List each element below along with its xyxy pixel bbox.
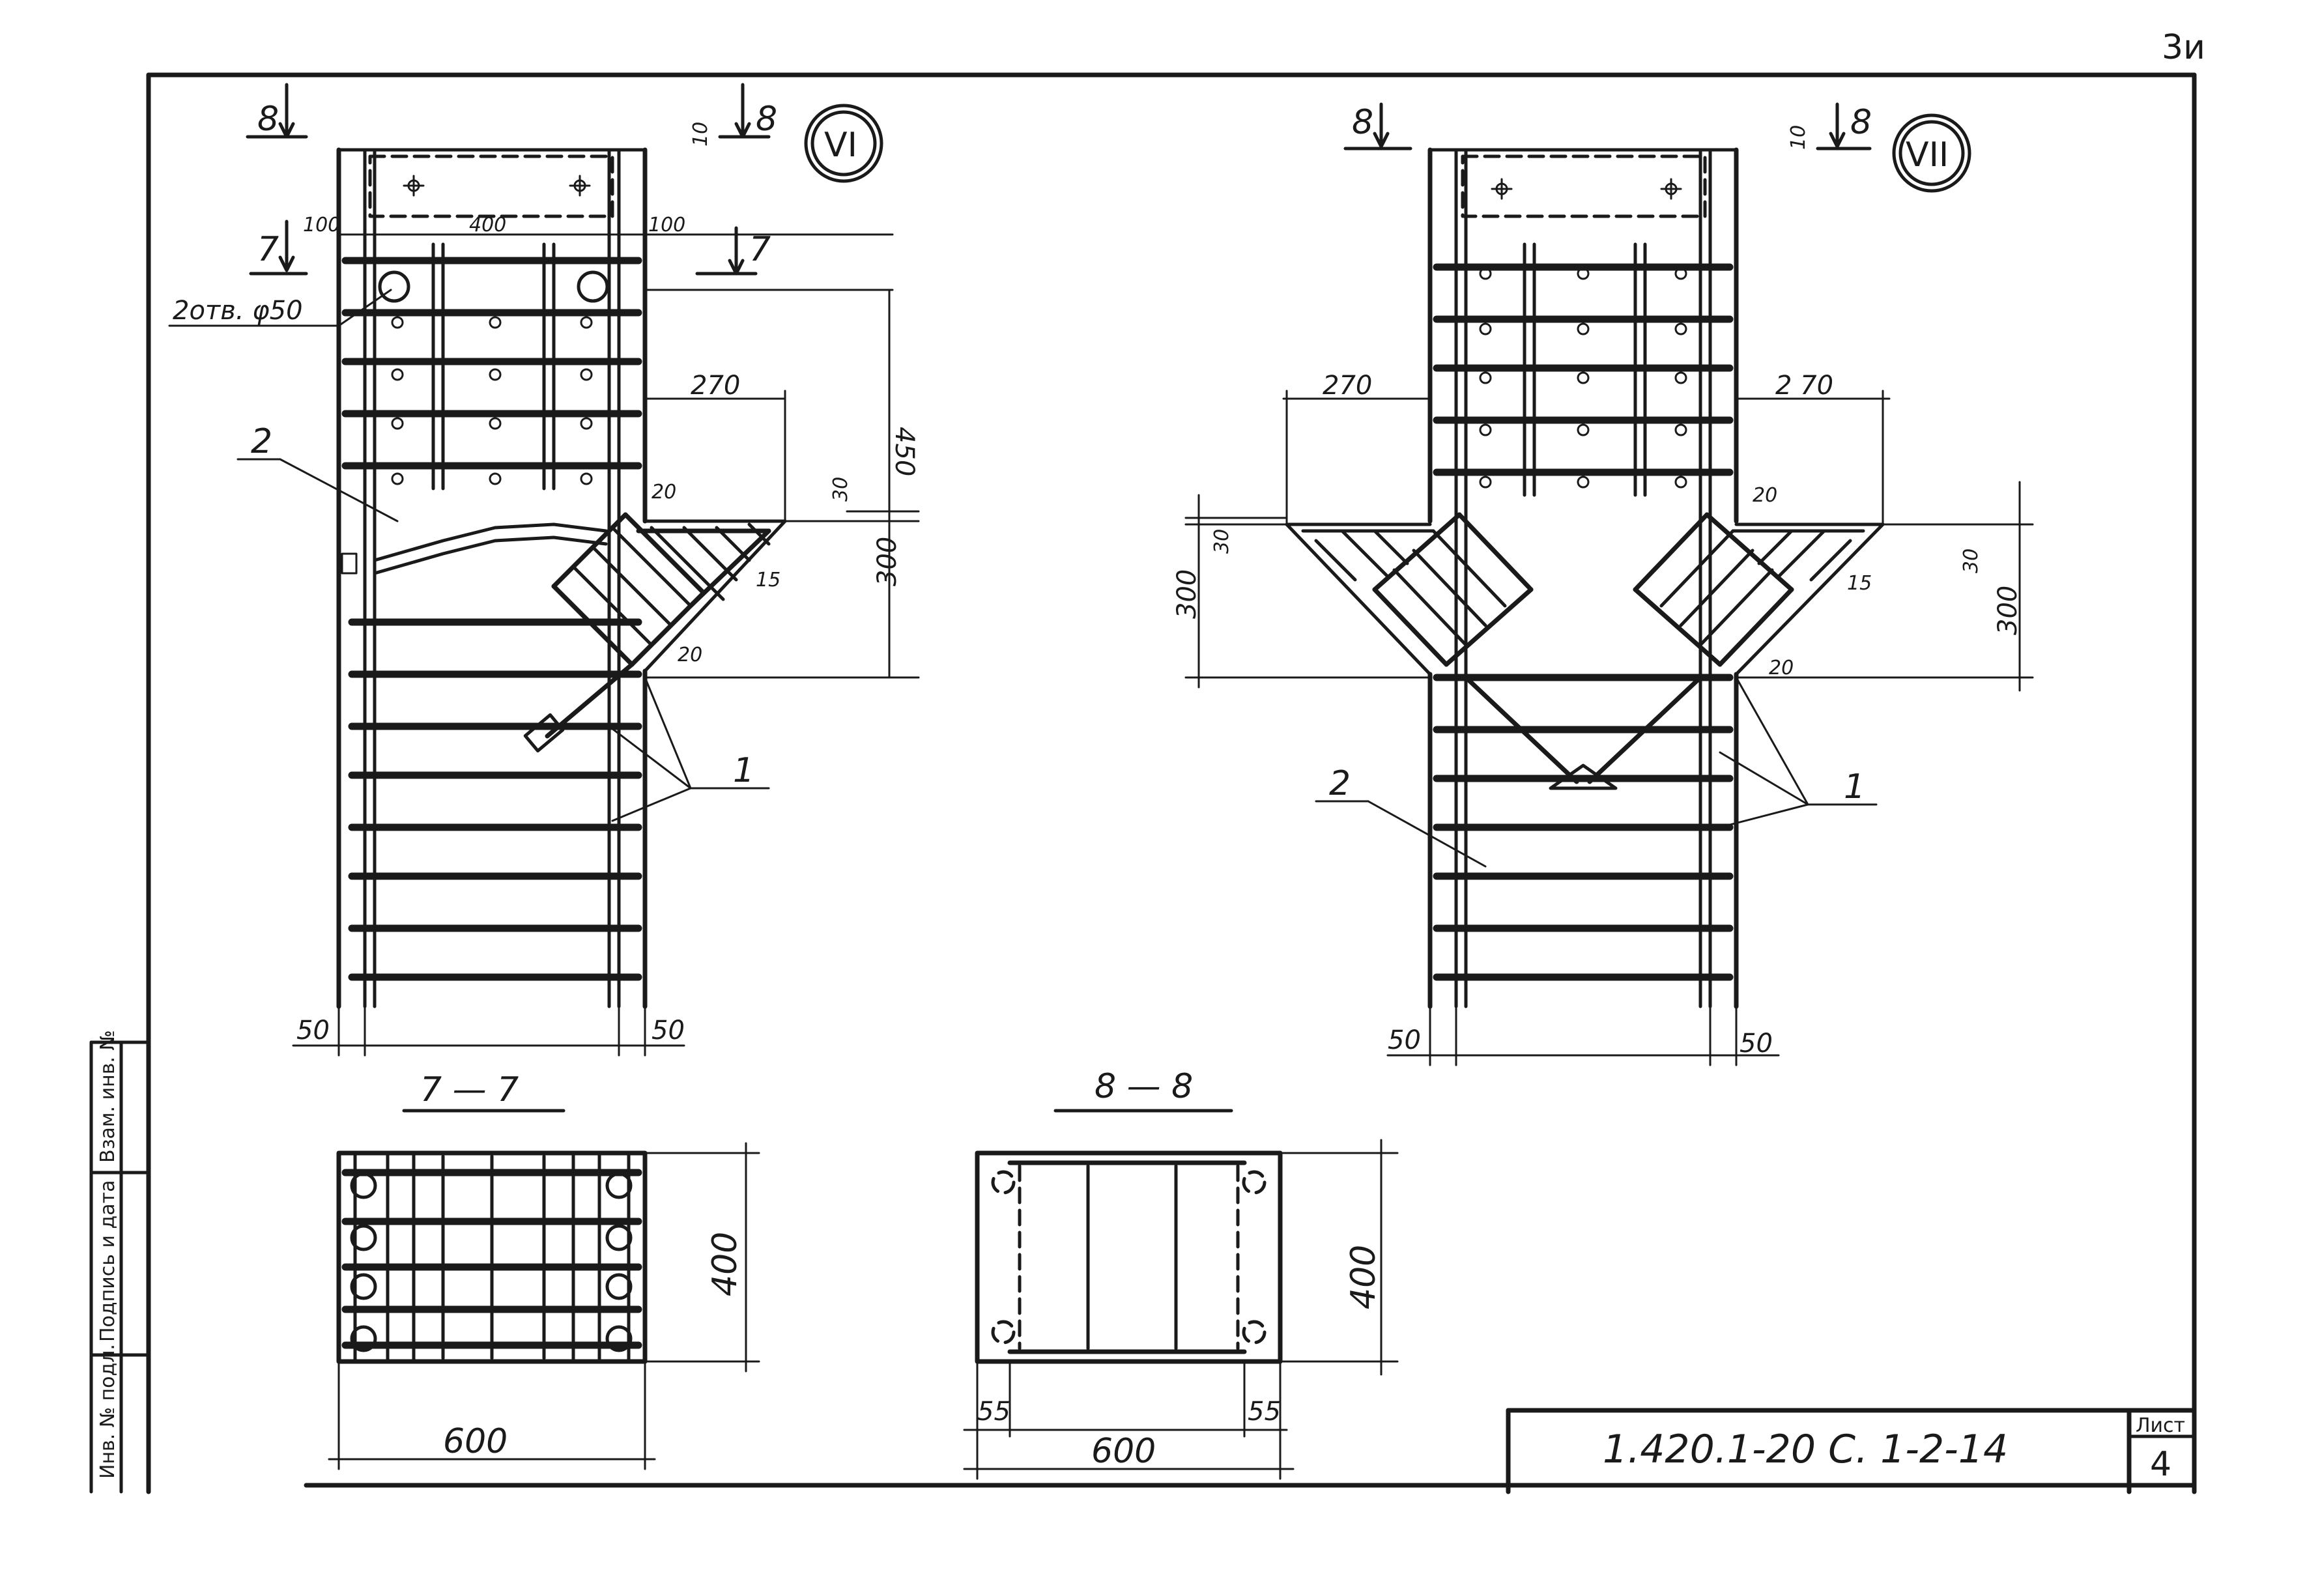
vi-cut-7-right: 7 <box>749 230 771 269</box>
vii-dim-l300: 300 <box>1172 569 1202 619</box>
vi-upper-mesh <box>341 242 642 491</box>
vi-pos-2: 2 <box>251 422 272 461</box>
vii-node-mark: VII <box>1906 135 1949 175</box>
vi-cut-8-right: 8 <box>756 100 777 139</box>
section-77-height: 400 <box>706 1232 745 1296</box>
vii-pos-2: 2 <box>1329 764 1351 803</box>
node-vii: 8 8 VII 10 270 2 70 30 300 30 300 20 20 … <box>1172 102 2034 1066</box>
vi-dim-bracket-w: 270 <box>691 371 740 401</box>
vi-dim-w-left: 100 <box>303 214 340 236</box>
vii-lower-ties <box>1433 674 1734 981</box>
vi-bracket <box>523 512 787 753</box>
vi-dim-w-right: 100 <box>648 214 685 236</box>
stamp-signature-date: Подпись и дата <box>96 1180 119 1343</box>
vii-dim-bracket-left: 270 <box>1323 371 1372 401</box>
sheet-frame <box>146 72 2197 1494</box>
section-77-width: 600 <box>443 1422 508 1461</box>
vii-cut-8-right: 8 <box>1850 103 1872 142</box>
section-77-title: 7 — 7 <box>420 1070 519 1109</box>
stamp-inv-no: Инв. № подл. <box>96 1344 119 1479</box>
side-stamp: Инв. № подл. Подпись и дата Взам. инв. № <box>89 1030 150 1494</box>
vi-dim-20a: 20 <box>652 481 676 504</box>
vi-dim-bot-right: 50 <box>652 1016 685 1046</box>
vii-dim-r30: 30 <box>1960 549 1983 573</box>
vi-dim-holes: 2отв. φ50 <box>173 296 303 326</box>
vii-dim-bracket-right: 2 70 <box>1775 371 1833 401</box>
vii-left-bracket <box>1285 512 1534 676</box>
vi-node-mark: VI <box>824 126 857 165</box>
title-block: 1.420.1-20 С. 1-2-14 Лист 4 <box>1506 1408 2197 1494</box>
section-88-title: 8 — 8 <box>1095 1067 1193 1106</box>
vi-dim-top-gap: 10 <box>689 122 712 147</box>
vii-dim-bot-right: 50 <box>1740 1029 1773 1059</box>
stamp-replaced-inv: Взам. инв. № <box>96 1030 119 1163</box>
vi-dim-15: 15 <box>756 569 780 591</box>
section-8-8: 8 — 8 400 55 55 600 <box>963 1067 1399 1480</box>
vii-dim-15: 15 <box>1847 572 1872 595</box>
vii-right-bracket <box>1633 512 1885 676</box>
vi-dim-bot-left: 50 <box>296 1016 330 1046</box>
vi-dim-h300: 300 <box>872 537 902 586</box>
sheet-label: Лист <box>2136 1414 2185 1437</box>
vi-pos-1: 1 <box>733 751 754 790</box>
section-88-width: 600 <box>1091 1432 1156 1471</box>
vi-cut-7-left: 7 <box>257 230 279 269</box>
vi-dim-h30: 30 <box>829 477 852 502</box>
vii-dim-r300: 300 <box>1993 586 2023 635</box>
vii-dim-l30: 30 <box>1210 529 1233 554</box>
sheet-number: 4 <box>2150 1445 2171 1484</box>
section-88-edge-left: 55 <box>977 1397 1010 1427</box>
vi-cut-8-left: 8 <box>257 100 279 139</box>
vii-dim-bot-left: 50 <box>1388 1025 1421 1055</box>
vii-cut-8-left: 8 <box>1352 103 1373 142</box>
section-88-height: 400 <box>1344 1245 1383 1309</box>
node-vi: 8 8 7 7 VI 10 100 400 100 2отв. φ50 450 … <box>168 83 920 1057</box>
vi-dim-h450: 450 <box>889 427 919 476</box>
page-number: 3и <box>2162 28 2205 67</box>
vii-dim-20b: 20 <box>1769 657 1794 679</box>
vii-dim-20a: 20 <box>1753 484 1777 507</box>
vi-dim-20b: 20 <box>678 644 702 666</box>
designation: 1.420.1-20 С. 1-2-14 <box>1603 1427 2008 1472</box>
vi-dim-w-mid: 400 <box>469 214 506 236</box>
section-88-edge-right: 55 <box>1248 1397 1281 1427</box>
vii-pos-1: 1 <box>1844 767 1865 806</box>
vi-lower-ties <box>348 618 642 981</box>
vii-upper-mesh <box>1433 242 1734 497</box>
section-7-7: 7 — 7 400 600 <box>328 1070 760 1470</box>
vii-dim-top-gap: 10 <box>1787 125 1810 150</box>
